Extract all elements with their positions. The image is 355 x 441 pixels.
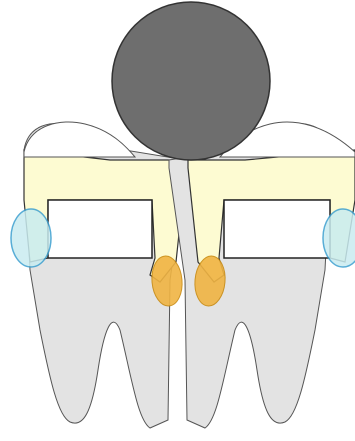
left-tooth-window — [48, 200, 152, 258]
left-lateral-contact — [11, 209, 51, 267]
right-tooth-window — [224, 200, 330, 258]
ball — [112, 2, 270, 160]
